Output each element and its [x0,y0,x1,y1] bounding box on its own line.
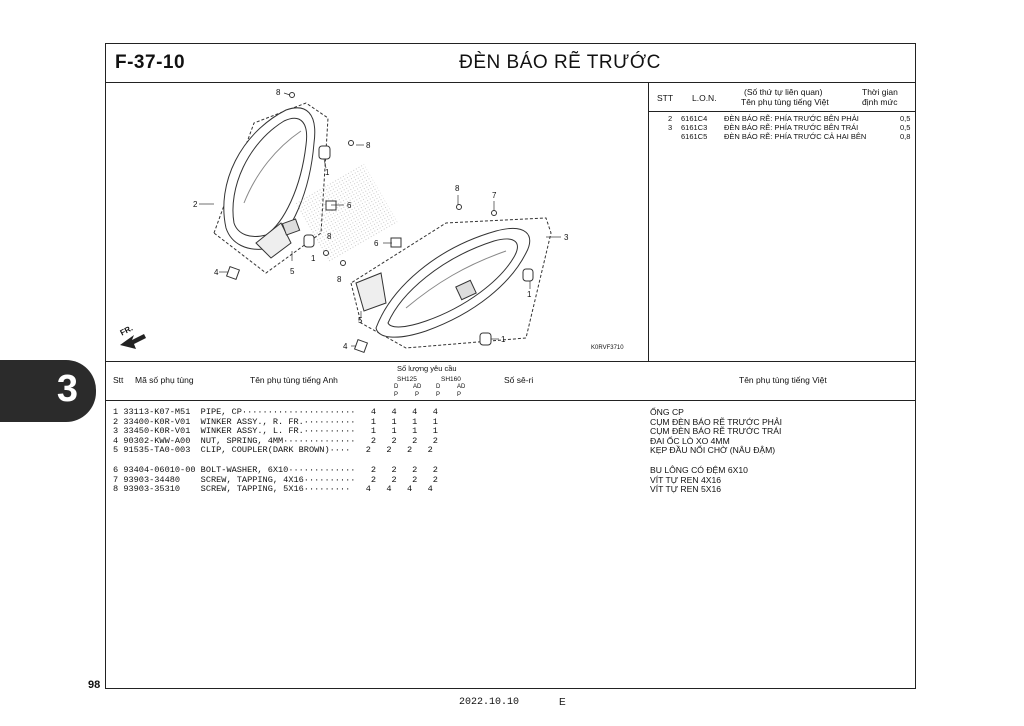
part-name-vn: BU LÔNG CÓ ĐỆM 6X10 [650,465,748,475]
parts-header-p: P [415,392,420,398]
callout: 5 [290,267,295,276]
parts-header-name-vn: Tên phụ tùng tiếng Việt [739,375,827,385]
callout: 4 [214,268,219,277]
front-arrow-icon [120,334,146,349]
labor-row-time: 0,8 [900,132,911,141]
labor-header-name: Tên phụ tùng tiếng Việt [741,97,829,107]
table-row: 8 93903-35310 SCREW, TAPPING, 5X16······… [113,484,433,495]
callout: 1 [501,335,506,344]
callout: 8 [366,141,371,150]
callout: 8 [337,275,342,284]
parts-header-ad: AD [457,384,466,390]
table-row: 1 33113-K07-M51 PIPE, CP················… [113,407,438,417]
table-header-divider [105,400,916,402]
footer-edition: E [559,697,566,708]
callout: 8 [276,88,281,97]
table-row: 2 33400-K0R-V01 WINKER ASSY., R. FR.····… [113,416,438,427]
table-row: 4 90302-KWW-A00 NUT, SPRING, 4MM········… [113,435,438,446]
exploded-diagram: 8 8 1 2 6 4 5 1 8 8 8 7 3 6 1 1 4 5 [120,88,569,354]
callout: 4 [343,342,348,351]
labor-header-time2: định mức [862,97,898,107]
table-row: 5 91535-TA0-003 CLIP, COUPLER(DARK BROWN… [113,445,433,456]
labor-row-lon: 6161C5 [681,132,708,141]
parts-header-model1: SH125 [397,376,417,383]
callout: 8 [327,232,332,241]
part-name-vn: VÍT TỰ REN 5X16 [650,484,722,495]
part-name-vn: CỤM ĐÈN BÁO RẼ TRƯỚC PHẢI [650,416,783,427]
parts-header-p: P [457,392,462,398]
winker-right-fr [213,102,329,274]
page-code: F-37-10 [115,52,186,73]
parts-header-d: D [436,384,441,390]
header-divider [105,82,916,84]
labor-row-lon: 6161C3 [681,123,708,132]
callout: 3 [564,233,569,242]
labor-row-desc: ĐÈN BÁO RẼ: PHÍA TRƯỚC BÊN TRÁI [724,123,859,132]
labor-row-desc: ĐÈN BÁO RẼ: PHÍA TRƯỚC CẢ HAI BÊN [724,132,867,141]
part-name-vn: KẸP ĐẦU NỐI CHỜ (NÂU ĐẬM) [650,445,776,456]
labor-table-divider [648,82,650,361]
callout: 7 [492,191,497,200]
labor-header-related: (Số thứ tự liên quan) [744,87,823,97]
part-name-vn: CỤM ĐÈN BÁO RẼ TRƯỚC TRÁI [650,426,782,437]
parts-header-p: P [436,392,441,398]
callout: 1 [527,290,532,299]
section-tab: 3 [0,360,96,422]
labor-row-stt: 2 [668,114,673,123]
labor-header-stt: STT [657,93,674,103]
parts-header-qty: Số lượng yêu cầu [397,364,457,373]
callout: 5 [358,316,363,325]
callout: 1 [325,168,330,177]
parts-header-p: P [394,392,399,398]
page-title: ĐÈN BÁO RẼ TRƯỚC [459,52,661,73]
labor-header-lon: L.O.N. [692,93,717,103]
callout: 8 [455,184,460,193]
section-number: 3 [56,368,78,410]
labor-row-desc: ĐÈN BÁO RẼ: PHÍA TRƯỚC BÊN PHẢI [724,114,859,123]
parts-header-stt: Stt [113,375,124,385]
footer-date: 2022.10.10 [459,697,520,708]
labor-header-divider [648,111,916,113]
table-row: 6 93404-06010-00 BOLT-WASHER, 6X10······… [113,465,438,475]
parts-header-serial: Số sê-ri [504,375,534,385]
part-name-vn: ĐAI ỐC LÒ XO 4MM [650,435,730,446]
callout: 2 [193,200,198,209]
diagram-divider [105,361,916,363]
parts-header-d: D [394,384,399,390]
labor-row-lon: 6161C4 [681,114,708,123]
parts-header-name-en: Tên phụ tùng tiếng Anh [250,375,338,385]
labor-row-stt: 3 [668,123,673,132]
parts-header-model2: SH160 [441,376,461,383]
callout: 6 [347,201,352,210]
winker-left-fr [350,217,552,349]
callout: 6 [374,239,379,248]
labor-row-time: 0,5 [900,123,911,132]
diagram-ref-code: K0RVF3710 [591,345,624,351]
page-frame [105,43,916,689]
labor-row-time: 0,5 [900,114,911,123]
parts-header-ad: AD [413,384,422,390]
callout: 1 [311,254,316,263]
table-row: 7 93903-34480 SCREW, TAPPING, 4X16······… [113,474,438,485]
labor-header-time: Thời gian [862,87,898,97]
page-number: 98 [88,679,101,691]
part-name-vn: ỐNG CP [650,407,684,417]
part-name-vn: VÍT TỰ REN 4X16 [650,474,722,485]
parts-header-partno: Mã số phụ tùng [135,375,194,385]
table-row: 3 33450-K0R-V01 WINKER ASSY., L. FR.····… [113,426,438,437]
